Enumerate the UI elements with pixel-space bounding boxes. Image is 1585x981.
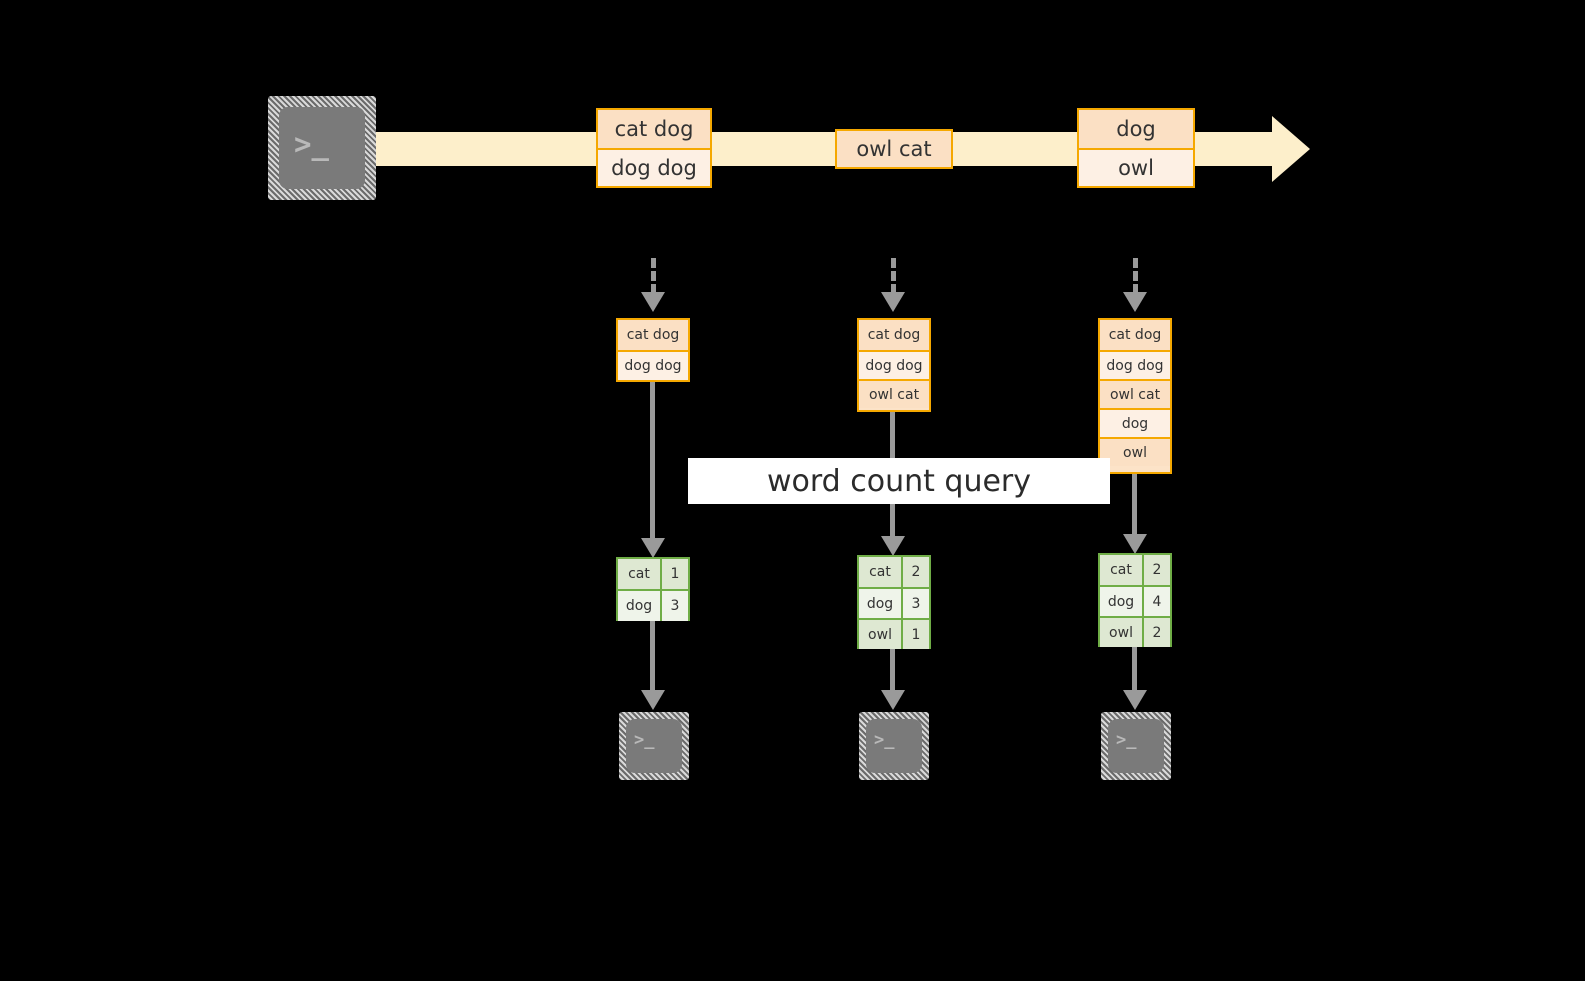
sink-flow-line xyxy=(1132,647,1137,694)
terminal-prompt-glyph: >_ xyxy=(874,730,895,750)
column-input-stack[interactable]: cat dog dog dog owl cat xyxy=(857,318,931,412)
result-word: owl xyxy=(859,620,903,649)
trigger-line xyxy=(1133,258,1138,294)
stream-arrowhead-icon xyxy=(1272,116,1310,182)
result-word: dog xyxy=(618,591,662,621)
result-word: owl xyxy=(1100,618,1144,647)
stream-message-line: owl cat xyxy=(837,131,951,167)
result-count: 1 xyxy=(662,559,688,589)
terminal-prompt-glyph: >_ xyxy=(294,127,329,161)
terminal-prompt-glyph: >_ xyxy=(634,730,655,750)
result-word: cat xyxy=(618,559,662,589)
column-input-stack[interactable]: cat dog dog dog xyxy=(616,318,690,382)
input-line: dog dog xyxy=(859,350,929,379)
result-word: cat xyxy=(859,557,903,587)
table-row: owl 2 xyxy=(1100,616,1170,647)
sink-terminal-icon[interactable]: >_ xyxy=(619,712,689,780)
sink-flow-arrowhead-icon xyxy=(641,690,665,710)
trigger-arrowhead-icon xyxy=(881,292,905,312)
result-count: 2 xyxy=(1144,618,1170,647)
query-flow-line xyxy=(650,382,655,542)
input-line: owl cat xyxy=(1100,379,1170,408)
result-word: cat xyxy=(1100,555,1144,585)
trigger-line xyxy=(651,258,656,294)
table-row: dog 4 xyxy=(1100,585,1170,616)
terminal-body xyxy=(866,719,922,773)
result-count: 2 xyxy=(1144,555,1170,585)
result-count: 3 xyxy=(662,591,688,621)
table-row: cat 2 xyxy=(859,557,929,587)
sink-flow-arrowhead-icon xyxy=(881,690,905,710)
stream-message[interactable]: owl cat xyxy=(835,129,953,169)
result-count: 4 xyxy=(1144,587,1170,616)
input-line: cat dog xyxy=(618,320,688,350)
result-word: dog xyxy=(1100,587,1144,616)
input-line: cat dog xyxy=(859,320,929,350)
result-count: 3 xyxy=(903,589,929,618)
terminal-body xyxy=(626,719,682,773)
table-row: dog 3 xyxy=(618,589,688,621)
input-line: dog dog xyxy=(618,350,688,380)
query-banner: word count query xyxy=(688,458,1110,504)
table-row: owl 1 xyxy=(859,618,929,649)
result-count: 2 xyxy=(903,557,929,587)
result-table[interactable]: cat 2 dog 4 owl 2 xyxy=(1098,553,1172,647)
terminal-body xyxy=(1108,719,1164,773)
input-line: owl xyxy=(1100,437,1170,466)
column-input-stack[interactable]: cat dog dog dog owl cat dog owl xyxy=(1098,318,1172,474)
input-line: dog dog xyxy=(1100,350,1170,379)
sink-flow-line xyxy=(890,649,895,694)
sink-flow-line xyxy=(650,621,655,694)
query-flow-arrowhead-icon xyxy=(641,538,665,558)
stream-message-line: cat dog xyxy=(598,110,710,148)
result-word: dog xyxy=(859,589,903,618)
trigger-arrowhead-icon xyxy=(641,292,665,312)
trigger-arrowhead-icon xyxy=(1123,292,1147,312)
trigger-line xyxy=(891,258,896,294)
source-terminal-icon[interactable]: >_ xyxy=(268,96,376,200)
query-flow-line xyxy=(1132,474,1137,538)
stream-message-line: dog dog xyxy=(598,148,710,186)
table-row: cat 1 xyxy=(618,559,688,589)
result-table[interactable]: cat 1 dog 3 xyxy=(616,557,690,621)
terminal-prompt-glyph: >_ xyxy=(1116,730,1137,750)
query-flow-arrowhead-icon xyxy=(881,536,905,556)
result-count: 1 xyxy=(903,620,929,649)
stream-message[interactable]: cat dog dog dog xyxy=(596,108,712,188)
input-line: cat dog xyxy=(1100,320,1170,350)
sink-terminal-icon[interactable]: >_ xyxy=(859,712,929,780)
stream-message[interactable]: dog owl xyxy=(1077,108,1195,188)
sink-terminal-icon[interactable]: >_ xyxy=(1101,712,1171,780)
query-flow-arrowhead-icon xyxy=(1123,534,1147,554)
terminal-body xyxy=(279,107,365,189)
stream-message-line: owl xyxy=(1079,148,1193,186)
input-line: owl cat xyxy=(859,379,929,408)
result-table[interactable]: cat 2 dog 3 owl 1 xyxy=(857,555,931,649)
table-row: dog 3 xyxy=(859,587,929,618)
table-row: cat 2 xyxy=(1100,555,1170,585)
stream-message-line: dog xyxy=(1079,110,1193,148)
sink-flow-arrowhead-icon xyxy=(1123,690,1147,710)
input-line: dog xyxy=(1100,408,1170,437)
